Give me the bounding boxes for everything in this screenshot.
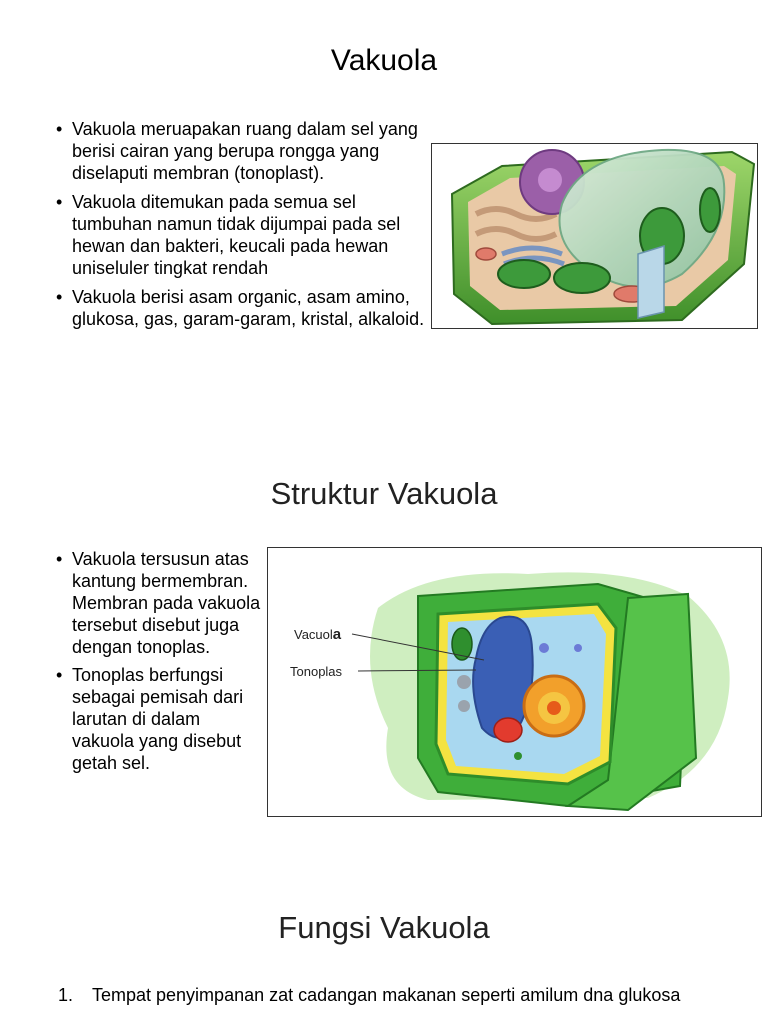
item-number: 1. (58, 985, 74, 1005)
bullet-item: Vakuola berisi asam organic, asam amino,… (56, 286, 426, 330)
plant-cell-illustration (431, 143, 758, 329)
struktur-bullet-list: Vakuola tersusun atas kantung bermembran… (56, 548, 266, 780)
bullet-item: Vakuola ditemukan pada semua sel tumbuha… (56, 191, 426, 279)
bullet-item: Vakuola meruapakan ruang dalam sel yang … (56, 118, 426, 184)
fungsi-numbered-list: 1. Tempat penyimpanan zat cadangan makan… (58, 984, 718, 1006)
numbered-item: 1. Tempat penyimpanan zat cadangan makan… (58, 984, 718, 1006)
vacuole-structure-diagram: Vacuola Tonoplas (267, 547, 762, 817)
bullet-item: Vakuola tersusun atas kantung bermembran… (56, 548, 266, 658)
label-tonoplas: Tonoplas (290, 664, 343, 679)
item-text: Tempat penyimpanan zat cadangan makanan … (92, 985, 681, 1005)
bullet-item: Tonoplas berfungsi sebagai pemisah dari … (56, 664, 266, 774)
vakuola-bullet-list: Vakuola meruapakan ruang dalam sel yang … (56, 118, 426, 337)
leader-line-tonoplas (357, 669, 477, 672)
label-vacuola: Vacuola (294, 626, 342, 643)
leader-line-vacuola (351, 633, 485, 661)
section-title-struktur-vakuola: Struktur Vakuola (270, 476, 498, 511)
section-title-vakuola: Vakuola (330, 44, 438, 77)
section-title-fungsi-vakuola: Fungsi Vakuola (278, 910, 490, 945)
